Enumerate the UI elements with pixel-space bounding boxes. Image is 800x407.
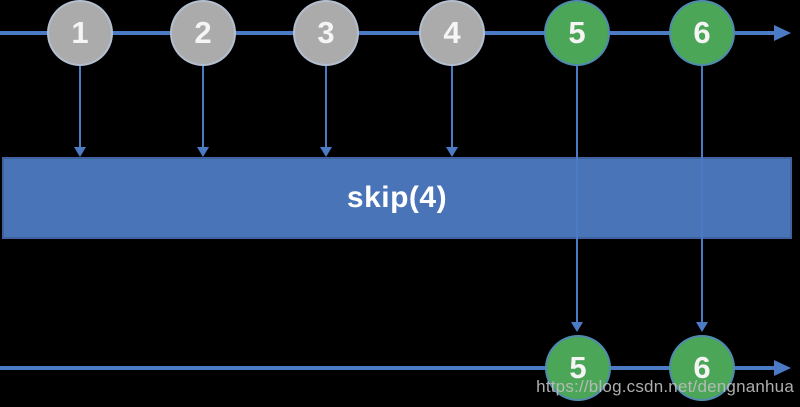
output-marble-5: 5 — [545, 335, 611, 401]
arrowhead-down-icon — [197, 147, 209, 157]
arrowhead-down-icon — [320, 147, 332, 157]
marble-label: 6 — [693, 15, 711, 50]
output-timeline-arrowhead-right-icon — [774, 360, 791, 376]
source-marble-6: 6 — [669, 0, 735, 66]
output-timeline — [0, 366, 778, 370]
source-marble-3: 3 — [293, 0, 359, 66]
pass-through-line-5 — [576, 65, 578, 323]
arrowhead-down-icon — [696, 322, 708, 332]
emission-line-3 — [325, 65, 327, 148]
watermark-url: https://blog.csdn.net/dengnanhua — [536, 377, 794, 396]
source-marble-5: 5 — [544, 0, 610, 66]
marble-label: 3 — [317, 15, 335, 50]
emission-line-2 — [202, 65, 204, 148]
operator-label: skip(4) — [346, 181, 448, 214]
source-timeline — [0, 31, 778, 35]
emission-line-4 — [451, 65, 453, 148]
marble-label: 5 — [568, 15, 586, 50]
source-marble-4: 4 — [419, 0, 485, 66]
marble-label: 1 — [71, 15, 89, 50]
source-marble-2: 2 — [170, 0, 236, 66]
arrowhead-down-icon — [571, 322, 583, 332]
marble-label: 5 — [569, 350, 587, 385]
emission-line-1 — [79, 65, 81, 148]
arrowhead-down-icon — [446, 147, 458, 157]
output-marble-6: 6 — [669, 335, 735, 401]
arrowhead-down-icon — [74, 147, 86, 157]
operator-box: skip(4) — [2, 157, 792, 239]
marble-label: 4 — [443, 15, 461, 50]
source-marble-1: 1 — [47, 0, 113, 66]
pass-through-line-6 — [701, 65, 703, 323]
marble-label: 2 — [194, 15, 212, 50]
marble-label: 6 — [693, 350, 711, 385]
source-timeline-arrowhead-right-icon — [774, 25, 791, 41]
